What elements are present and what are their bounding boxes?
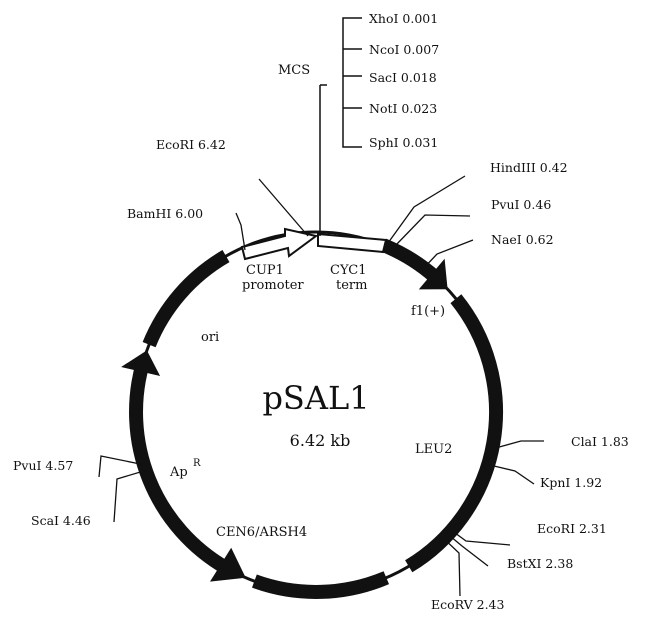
feature-f1-label: f1(+) bbox=[411, 304, 445, 319]
site-clai: ClaI 1.83 bbox=[571, 434, 629, 449]
feature-cup1-label-line2: promoter bbox=[242, 278, 304, 293]
plasmid-name: pSAL1 bbox=[262, 379, 369, 417]
mcs-site-sphi: SphI 0.031 bbox=[369, 135, 438, 150]
site-bamhi: BamHI 6.00 bbox=[127, 206, 203, 221]
cup1-promoter-arrow bbox=[240, 227, 319, 261]
feature-ampr-superscript: R bbox=[193, 458, 201, 469]
site-kpni: KpnI 1.92 bbox=[540, 475, 602, 490]
plasmid-size: 6.42 kb bbox=[290, 431, 351, 450]
f1-arrowhead bbox=[418, 258, 448, 290]
ampr-arrowhead bbox=[121, 350, 161, 376]
leu2-segment bbox=[405, 294, 504, 573]
site-ecori-231: EcoRI 2.31 bbox=[537, 521, 607, 536]
site-bstxi: BstXI 2.38 bbox=[507, 556, 573, 571]
site-ecori-642: EcoRI 6.42 bbox=[156, 137, 226, 152]
cen-ars-arrowhead bbox=[210, 547, 246, 582]
site-pvui-046: PvuI 0.46 bbox=[491, 197, 551, 212]
feature-arrowheads bbox=[121, 258, 448, 582]
site-naei: NaeI 0.62 bbox=[491, 232, 554, 247]
site-hindiii: HindIII 0.42 bbox=[490, 160, 568, 175]
mcs-site-noti: NotI 0.023 bbox=[369, 101, 437, 116]
feature-cyc1-label-line2: term bbox=[336, 278, 367, 293]
mcs-label: MCS bbox=[278, 63, 310, 78]
mcs-site-ncoi: NcoI 0.007 bbox=[369, 42, 439, 57]
feature-cup1-label: CUP1 bbox=[246, 263, 284, 278]
f1-segment bbox=[380, 238, 439, 282]
site-leader-lines bbox=[98, 175, 544, 597]
site-scai: ScaI 4.46 bbox=[31, 513, 91, 528]
ampr-segment bbox=[129, 360, 230, 574]
site-pvui-457: PvuI 4.57 bbox=[13, 458, 73, 473]
cen-ars-segment bbox=[252, 571, 390, 599]
ori-segment bbox=[142, 250, 230, 348]
feature-cyc1-label: CYC1 bbox=[330, 263, 367, 278]
feature-segments bbox=[129, 238, 504, 599]
site-ecorv: EcoRV 2.43 bbox=[431, 597, 504, 612]
cyc1-term-box bbox=[317, 232, 388, 254]
feature-ori-label: ori bbox=[201, 330, 219, 345]
feature-cen-ars-label: CEN6/ARSH4 bbox=[216, 525, 307, 540]
mcs-site-saci: SacI 0.018 bbox=[369, 70, 437, 85]
mcs-site-xhoi: XhoI 0.001 bbox=[369, 11, 438, 26]
mcs-bracket bbox=[342, 17, 362, 148]
feature-leu2-label: LEU2 bbox=[415, 442, 452, 457]
feature-ampr-label: Ap bbox=[169, 465, 188, 480]
